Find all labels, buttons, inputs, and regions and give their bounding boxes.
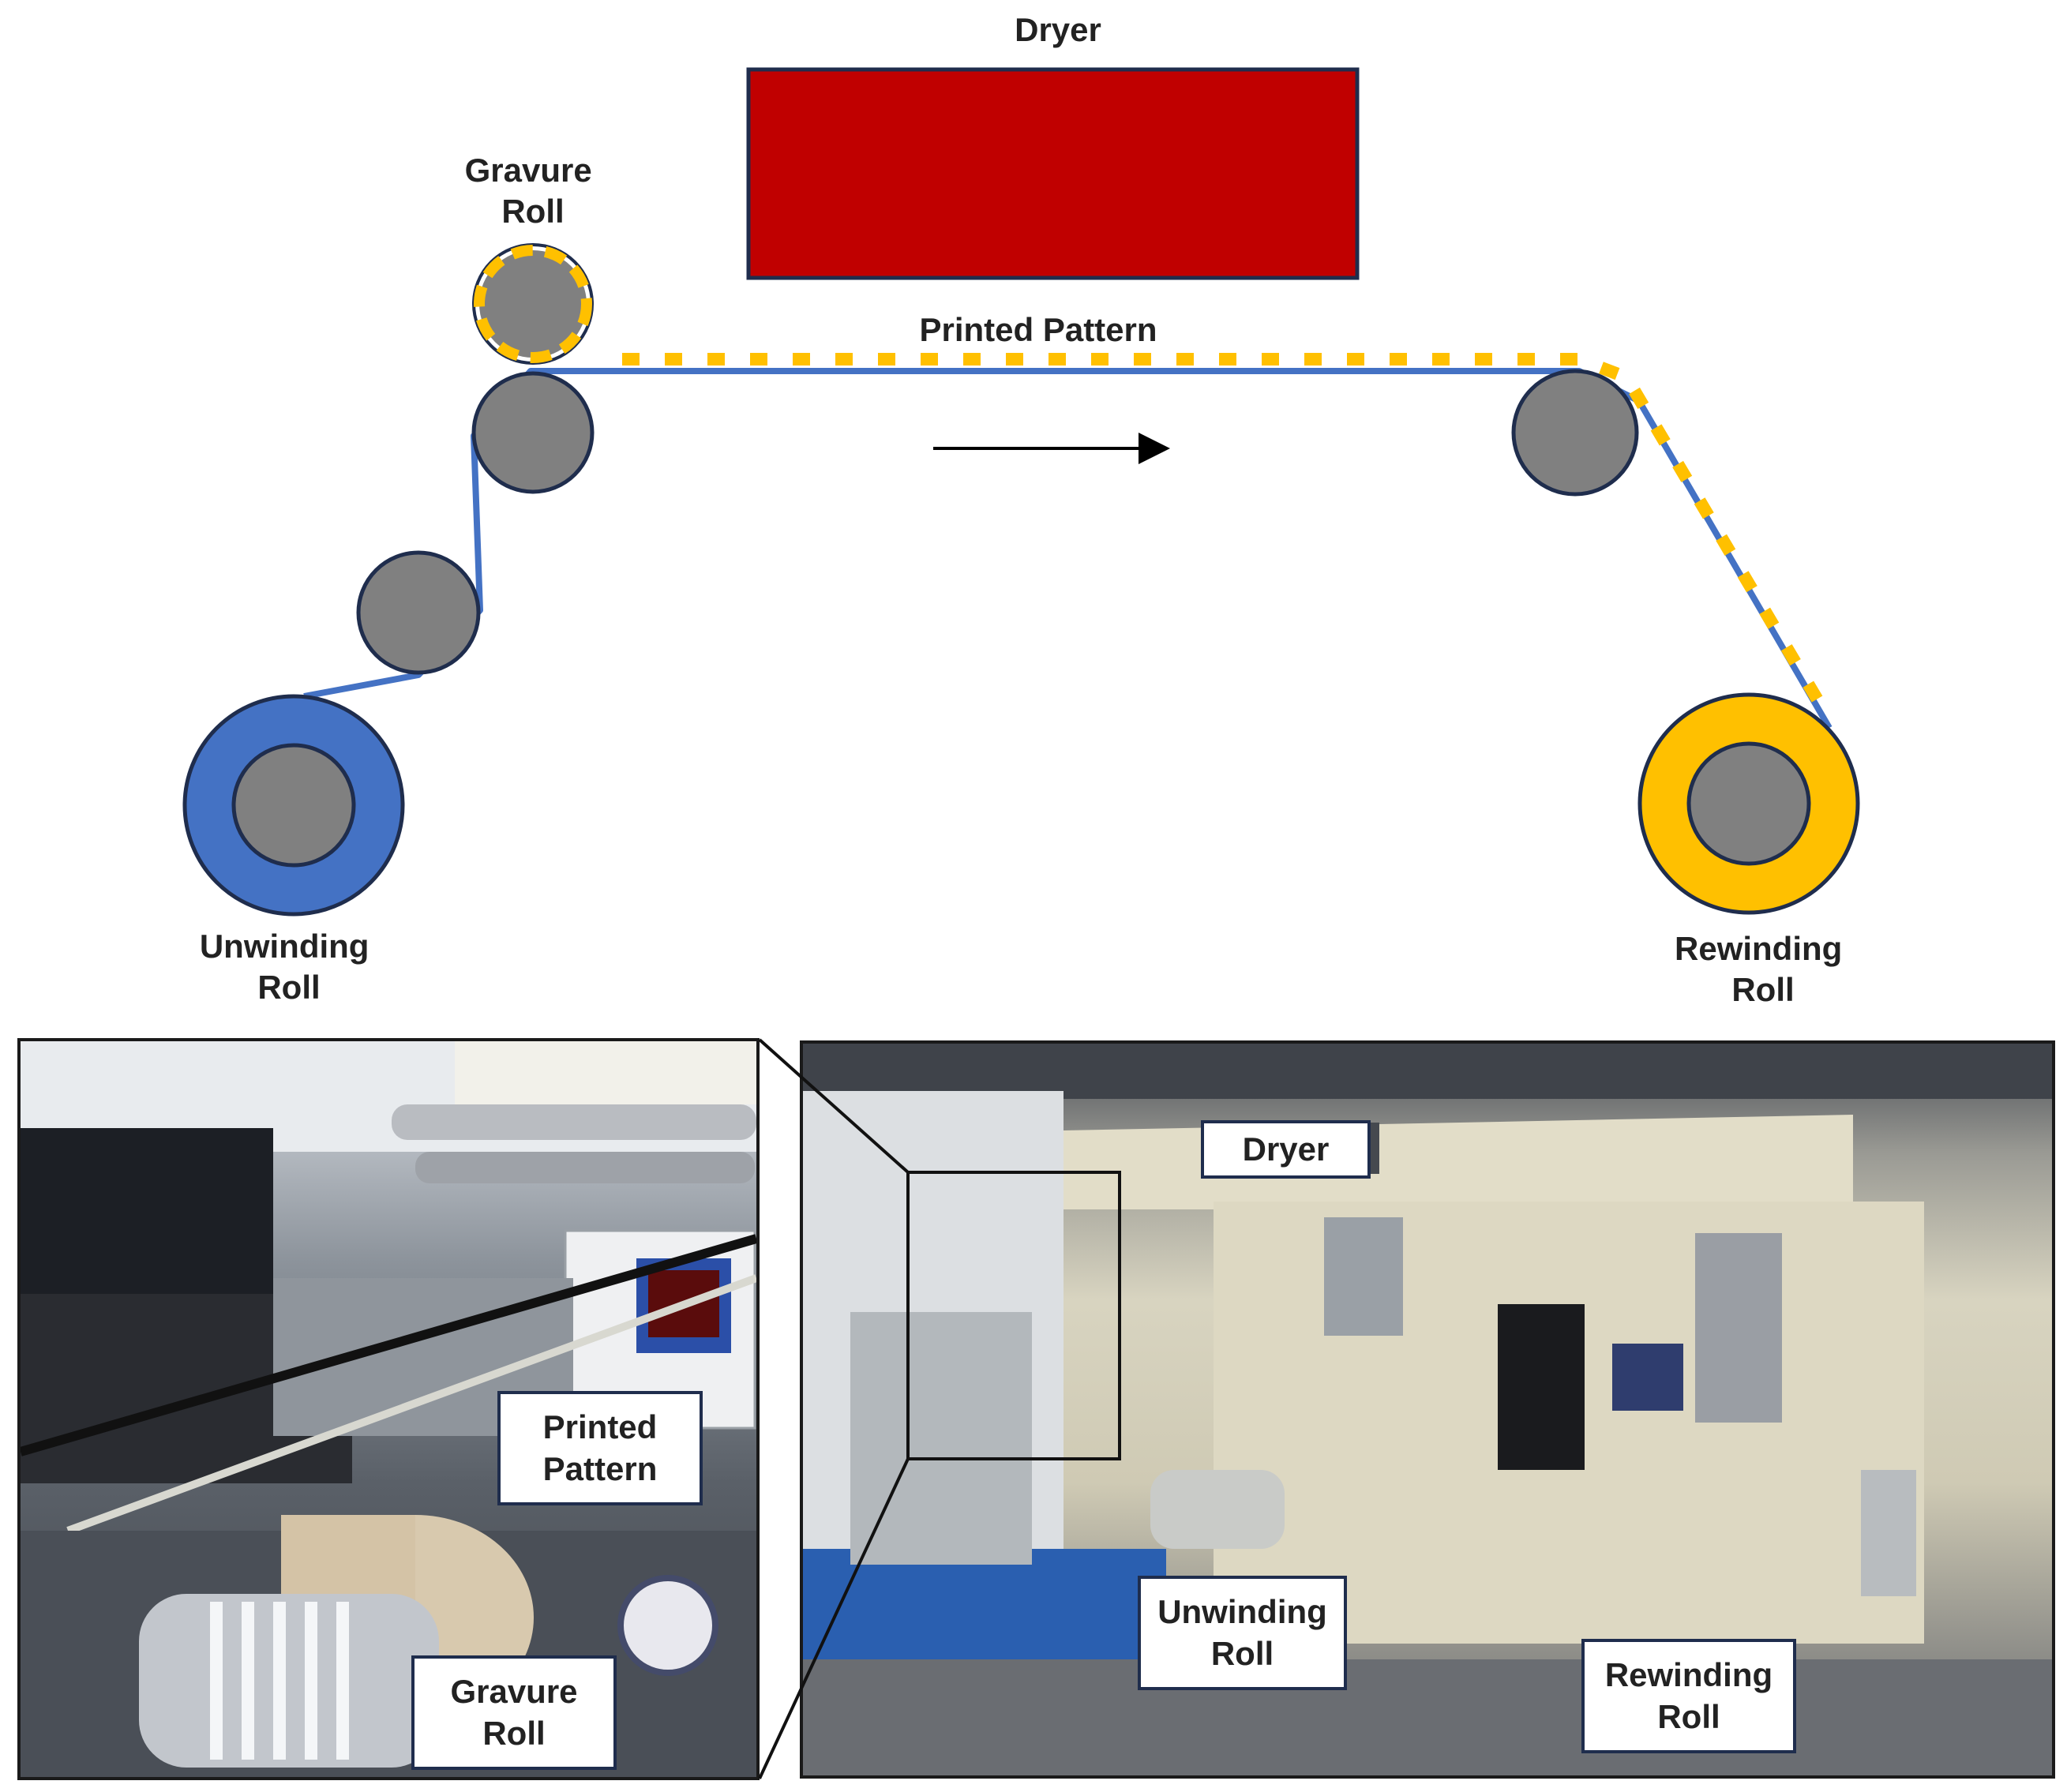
guide-roller <box>356 550 481 675</box>
dryer-block <box>746 67 1360 280</box>
gravure-roll <box>472 243 594 365</box>
dryer-callout: Dryer <box>1201 1120 1371 1179</box>
unwinding-roll-label: Unwinding Roll <box>200 928 378 1006</box>
unwinding-roll-callout: Unwinding Roll <box>1138 1576 1347 1690</box>
printed-pattern-label: Printed Pattern <box>919 311 1157 348</box>
impression-roller <box>471 371 595 494</box>
rewinding-roll <box>1637 692 1860 915</box>
printed-pattern-line <box>622 353 1829 714</box>
dryer-label: Dryer <box>1015 11 1101 48</box>
rewinding-roll-callout: Rewinding Roll <box>1581 1639 1796 1753</box>
gravure-closeup-photo: Printed Pattern Gravure Roll <box>17 1038 760 1780</box>
gravure-roll-label: Gravure Roll <box>465 152 602 230</box>
gravure-closeup-illustration <box>21 1041 756 1777</box>
printed-pattern-callout: Printed Pattern <box>497 1391 703 1505</box>
unwinding-roll <box>182 694 405 917</box>
machine-overview-illustration <box>803 1044 2052 1775</box>
rewinding-roll-label: Rewinding Roll <box>1675 930 1851 1008</box>
right-guide-roller <box>1511 369 1639 497</box>
gravure-roll-callout: Gravure Roll <box>411 1655 617 1770</box>
machine-overview-photo: Dryer Unwinding Roll Rewinding Roll <box>800 1040 2055 1779</box>
roll-to-roll-schematic: Dryer Gravure Roll Printed Pattern Unwin… <box>182 11 1860 1008</box>
